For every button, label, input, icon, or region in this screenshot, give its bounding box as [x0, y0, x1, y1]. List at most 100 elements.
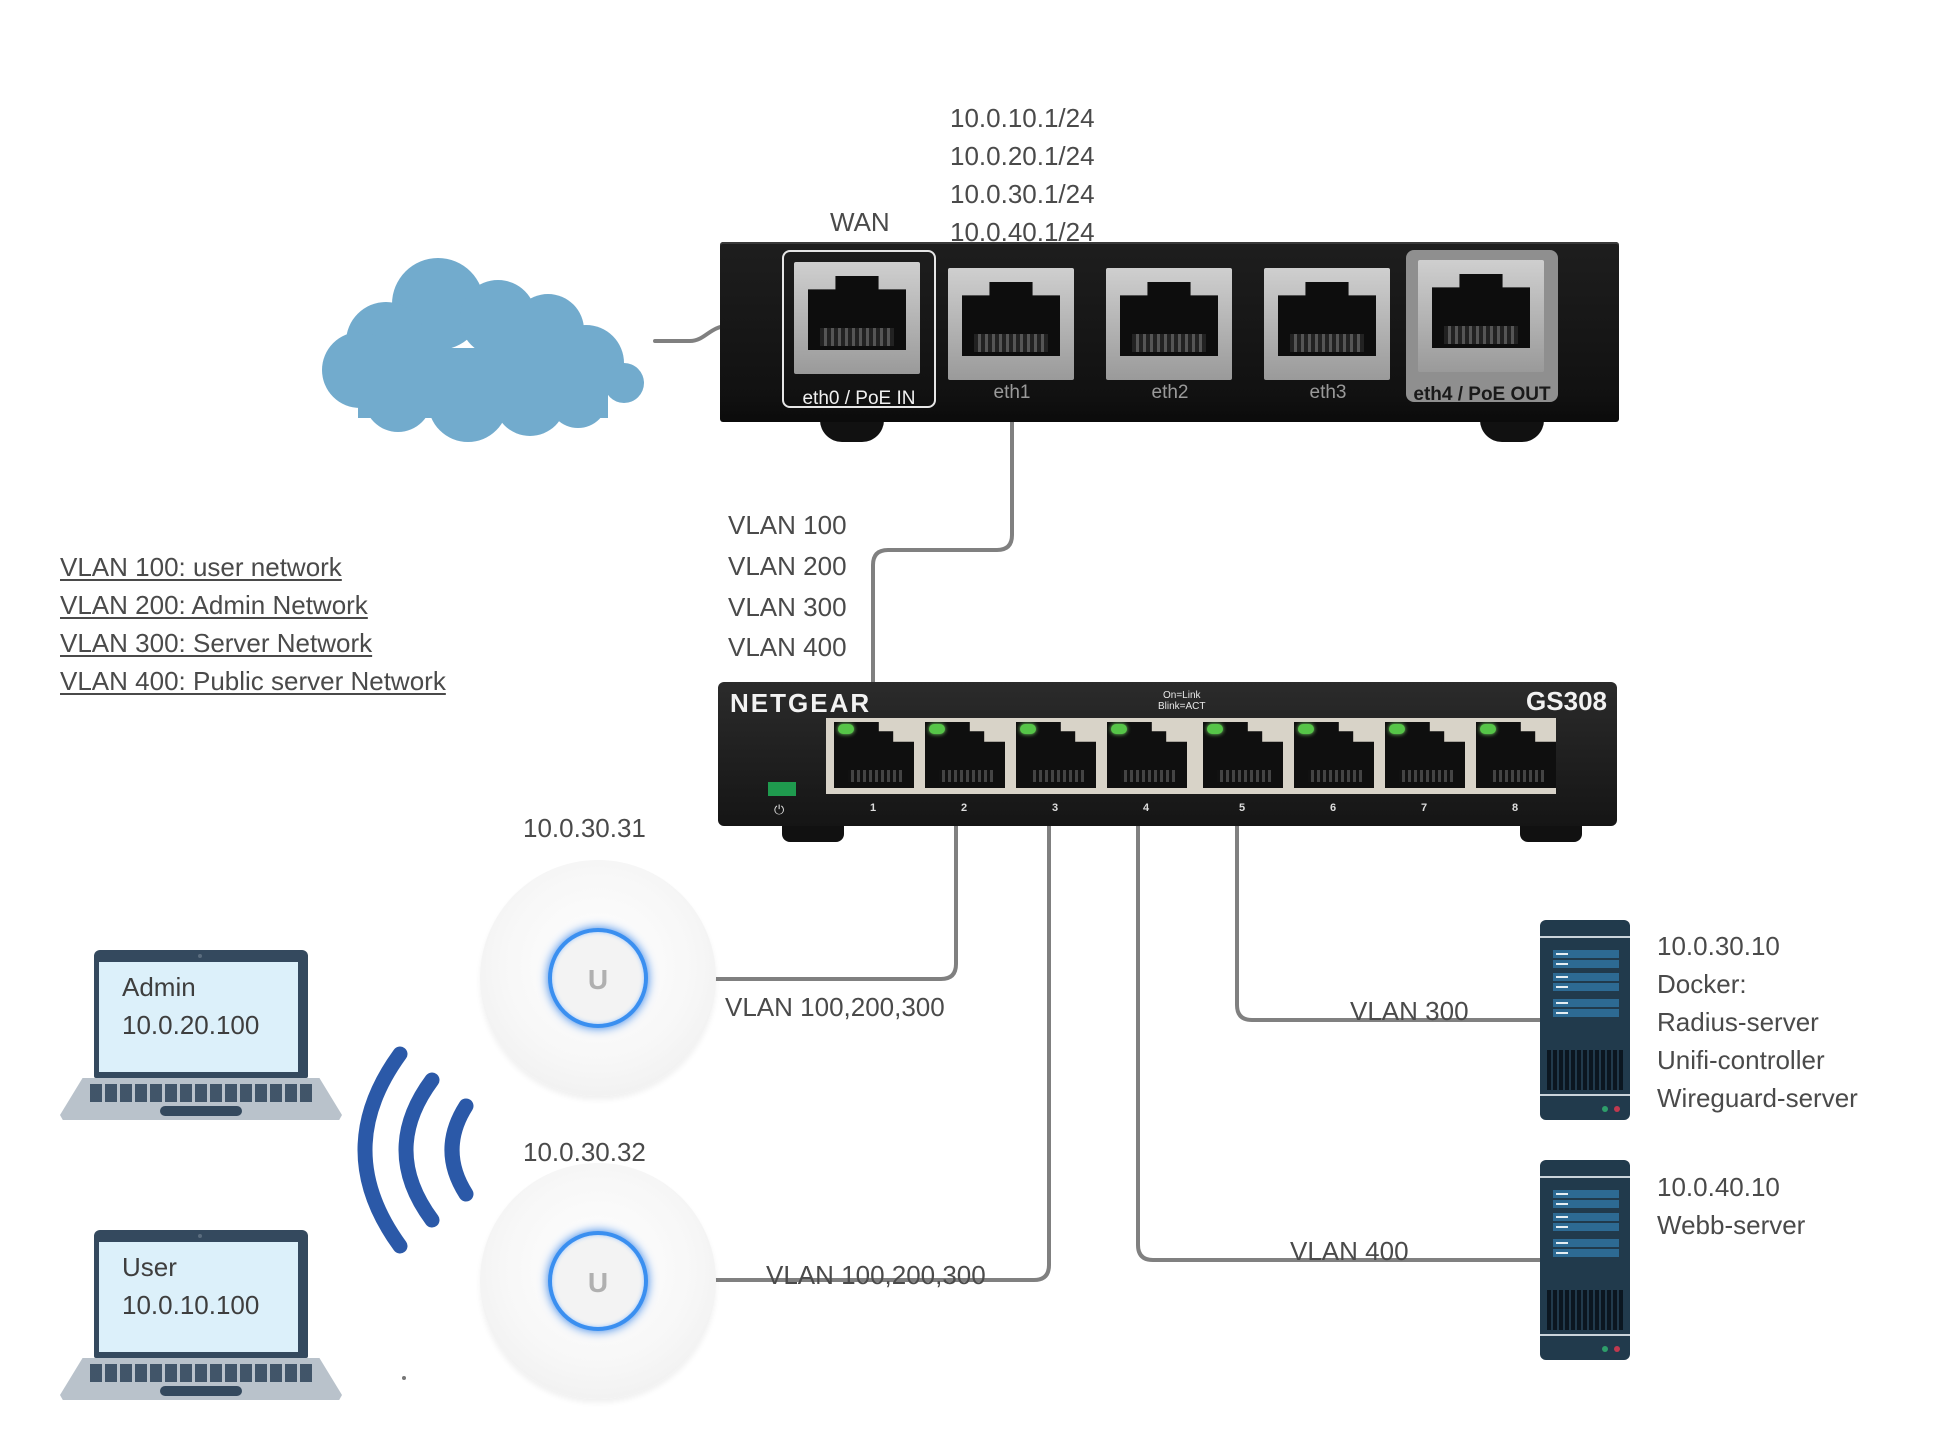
ap1-cable	[714, 763, 958, 981]
laptop-screen	[94, 1230, 308, 1358]
link-led	[838, 724, 854, 734]
router-foot	[820, 420, 884, 442]
server-trim	[1540, 1176, 1630, 1178]
ap1-link-label: VLAN 100,200,300	[725, 992, 945, 1022]
wifi-signal-icon	[357, 1046, 474, 1254]
drive-bay	[1553, 973, 1619, 981]
server-line: Unifi-controller	[1657, 1045, 1825, 1075]
stray-dot	[402, 1376, 406, 1380]
drive-bay	[1553, 999, 1619, 1007]
router-port-eth2[interactable]: eth2	[1102, 260, 1238, 403]
port-label: eth3	[1309, 382, 1347, 403]
server2-link-label: VLAN 400	[1290, 1236, 1409, 1266]
laptop-screen	[94, 950, 308, 1078]
drive-bay	[1553, 950, 1619, 958]
port-label: eth1	[993, 382, 1031, 403]
status-led-red	[1614, 1106, 1620, 1112]
power-icon: ⏻	[774, 802, 785, 817]
internet-cloud-icon	[322, 258, 644, 442]
drive-bay	[1553, 1200, 1619, 1208]
legend-vlan-100[interactable]: VLAN 100: user network	[60, 552, 342, 582]
server-trim	[1540, 1094, 1630, 1096]
webcam-icon	[198, 1234, 202, 1238]
ap2-cable	[714, 763, 1051, 1282]
drive-bay	[1553, 1239, 1619, 1247]
server-trim	[1540, 936, 1630, 938]
link-led	[1389, 724, 1405, 734]
laptop-ip: 10.0.20.100	[122, 1010, 260, 1040]
led-legend-line: On=Link	[1162, 690, 1201, 701]
server-line: 10.0.30.10	[1657, 931, 1780, 961]
router-port-eth1[interactable]: eth1	[944, 260, 1080, 403]
router-ip: 10.0.30.1/24	[950, 179, 1095, 209]
keyboard	[90, 1364, 312, 1382]
access-point-1[interactable]: U	[480, 860, 716, 1096]
access-point-2[interactable]: U	[480, 1163, 716, 1399]
wan-label: WAN	[830, 207, 890, 237]
ubiquiti-logo-icon: U	[587, 964, 609, 995]
laptop-role: Admin	[122, 972, 196, 1002]
server-trim	[1540, 1334, 1630, 1336]
ap1-ip: 10.0.30.31	[523, 813, 646, 843]
router-foot	[1480, 420, 1544, 442]
switch-port-bank	[826, 718, 1556, 794]
switch-model: GS308	[1526, 686, 1607, 716]
link-led	[1480, 724, 1496, 734]
router-port-eth3[interactable]: eth3	[1260, 260, 1396, 403]
netgear-switch: NETGEAR On=Link Blink=ACT GS308 ⏻ 1 2 3 …	[718, 682, 1617, 826]
server-grill	[1547, 1290, 1623, 1330]
switch-foot	[782, 824, 844, 842]
ap-led-ring: U	[548, 1231, 648, 1331]
ap-led-ring: U	[548, 928, 648, 1028]
server-line: Radius-server	[1657, 1007, 1819, 1037]
server-web[interactable]	[1540, 1160, 1630, 1360]
drive-bay	[1553, 983, 1619, 991]
port-label: eth4 / PoE OUT	[1413, 384, 1551, 405]
link-led	[1207, 724, 1223, 734]
switch-brand: NETGEAR	[730, 688, 872, 718]
status-led-red	[1614, 1346, 1620, 1352]
drive-bay	[1553, 1009, 1619, 1017]
port-number: 2	[961, 802, 968, 814]
server-line: Webb-server	[1657, 1210, 1806, 1240]
trunk-vlan-label: VLAN 400	[728, 632, 847, 662]
legend-vlan-200[interactable]: VLAN 200: Admin Network	[60, 590, 368, 620]
laptop-user[interactable]: User 10.0.10.100	[60, 1230, 342, 1402]
server1-link-label: VLAN 300	[1350, 996, 1469, 1026]
drive-bay	[1553, 960, 1619, 968]
legend-vlan-300[interactable]: VLAN 300: Server Network	[60, 628, 373, 658]
link-led	[929, 724, 945, 734]
drive-bay	[1553, 1213, 1619, 1221]
laptop-role: User	[122, 1252, 177, 1282]
legend-vlan-400[interactable]: VLAN 400: Public server Network	[60, 666, 446, 696]
laptop-admin[interactable]: Admin 10.0.20.100	[60, 950, 342, 1122]
touchpad	[160, 1386, 242, 1396]
router-ip: 10.0.10.1/24	[950, 103, 1095, 133]
led-legend-line: Blink=ACT	[1158, 701, 1206, 712]
ubiquiti-logo-icon: U	[587, 1267, 609, 1298]
edgerouter: eth0 / PoE IN eth1 eth2 eth3 eth4 / PoE …	[720, 242, 1619, 422]
ap2-link-label: VLAN 100,200,300	[766, 1260, 986, 1290]
laptop-display	[99, 1242, 298, 1352]
trunk-cable	[871, 344, 1014, 762]
keyboard	[90, 1084, 312, 1102]
port-number: 5	[1239, 802, 1246, 814]
webcam-icon	[198, 954, 202, 958]
server-grill	[1547, 1050, 1623, 1090]
link-led	[1111, 724, 1127, 734]
port-label: eth2	[1151, 382, 1189, 403]
server-docker[interactable]	[1540, 920, 1630, 1120]
status-led-green	[1602, 1106, 1608, 1112]
server-line: Wireguard-server	[1657, 1083, 1858, 1113]
router-port-eth4[interactable]: eth4 / PoE OUT	[1406, 250, 1558, 405]
server-line: 10.0.40.10	[1657, 1172, 1780, 1202]
router-port-eth0[interactable]: eth0 / PoE IN	[782, 250, 936, 409]
port-number: 8	[1512, 802, 1519, 814]
trunk-vlan-label: VLAN 100	[728, 510, 847, 540]
drive-bay	[1553, 1190, 1619, 1198]
link-led	[1020, 724, 1036, 734]
server-line: Docker:	[1657, 969, 1747, 999]
laptop-ip: 10.0.10.100	[122, 1290, 260, 1320]
port-number: 6	[1330, 802, 1337, 814]
